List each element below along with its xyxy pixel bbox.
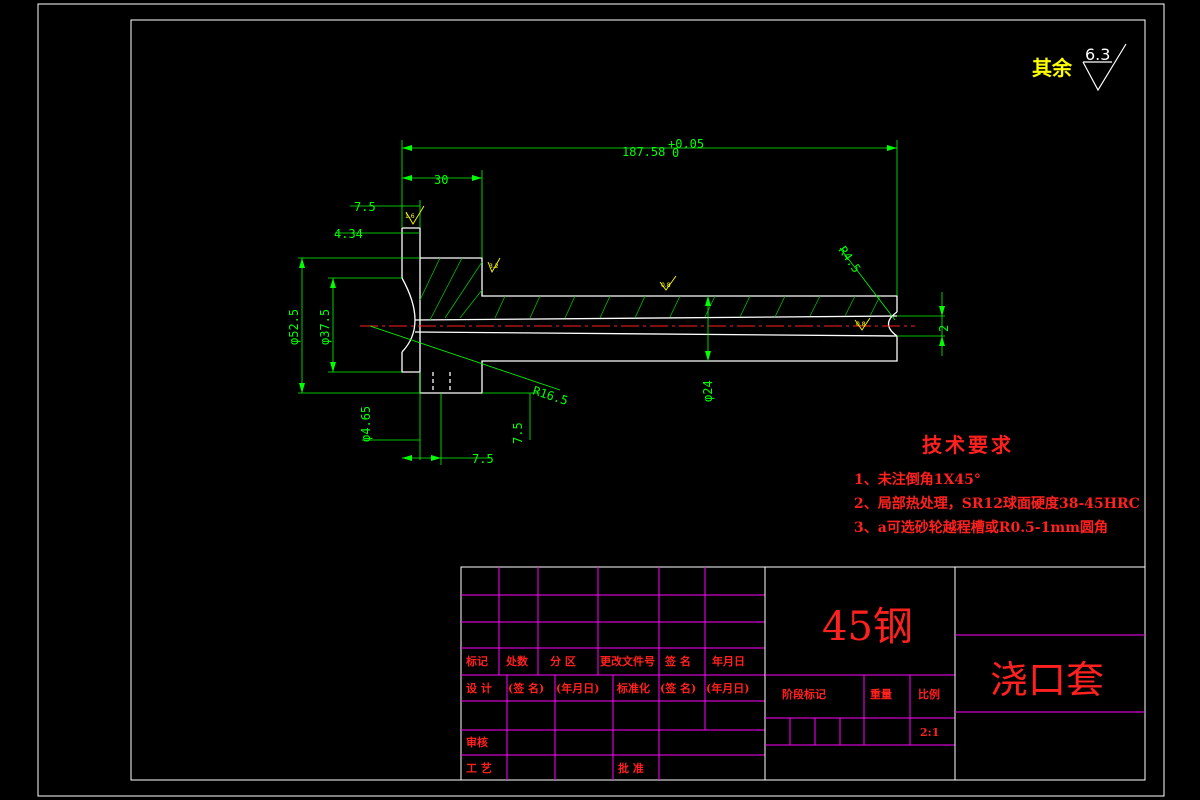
material-label: 45钢 [822,604,913,650]
dim-dia-37-5: φ37.5 [318,309,332,345]
tb-standard-date: (年月日) [706,681,749,695]
dim-hole-offset: 7.5 [472,452,494,466]
dim-dia-52-5: φ52.5 [287,309,301,345]
tech-req-item-3: 3、a可选砂轮越程槽或R0.5-1mm圆角 [854,519,1108,536]
rough-d-value: 0.8 [856,321,866,328]
dim-step-7-5: 7.5 [354,200,376,214]
dim-radius-4-5: R4.5 [836,244,864,276]
tb-standard-sign: (签 名) [660,681,696,695]
dim-overall-length: 187.58 [622,145,665,159]
dim-dia-4-65: φ4.65 [359,406,373,442]
tb-header-change-doc: 更改文件号 [600,654,655,668]
dim-dia-2: 2 [937,325,951,332]
tech-req-item-1: 1、未注倒角1X45° [854,471,981,488]
tech-req-title: 技术要求 [922,433,1014,457]
tb-design-label: 设 计 [466,681,492,695]
tb-design-date: (年月日) [556,681,599,695]
section-hatch [419,257,881,321]
rough-b-value: 3.2 [489,263,499,270]
dimension-lines [298,140,945,465]
part-outline [401,227,898,394]
dim-radius-16-5: R16.5 [531,384,570,408]
tb-header-count: 处数 [505,654,529,668]
tech-req-item-2: 2、局部热处理，SR12球面硬度38-45HRC [854,495,1140,512]
outer-border [37,3,1165,797]
tb-standard-label: 标准化 [616,681,650,695]
tb-scale-label: 比例 [918,687,940,701]
dim-dia-24: φ24 [701,380,715,402]
tb-approve-label: 批 准 [618,761,644,775]
tb-header-sign: 签 名 [664,654,691,668]
dim-hole-depth: 7.5 [511,422,525,444]
tb-header-date: 年月日 [712,654,745,668]
tb-header-mark: 标记 [465,654,488,668]
dim-step-4-34: 4.34 [334,227,363,241]
roughness-label: 其余 [1032,56,1073,80]
title-block-grid [460,566,1146,781]
rough-c-value: 0.8 [661,282,671,289]
part-name: 浇口套 [990,658,1104,702]
surface-roughness-marks [405,205,871,331]
tb-stage-label: 阶段标记 [782,687,826,701]
tb-weight-label: 重量 [870,687,892,701]
tb-design-sign: (签 名) [508,681,544,695]
tb-process-label: 工 艺 [466,761,492,775]
rough-a-value: 1.6 [405,213,415,220]
tb-review-label: 审核 [466,735,488,749]
tb-header-zone: 分 区 [550,654,576,668]
roughness-symbol-icon [1082,43,1127,92]
dimension-arrows [299,145,945,461]
roughness-value: 6.3 [1085,45,1110,64]
dim-flange-length: 30 [434,173,448,187]
dim-overall-tol: +0.05 [668,137,704,151]
tb-scale-value: 2:1 [920,726,939,739]
dim-overall-tol-low: 0 [672,146,679,160]
